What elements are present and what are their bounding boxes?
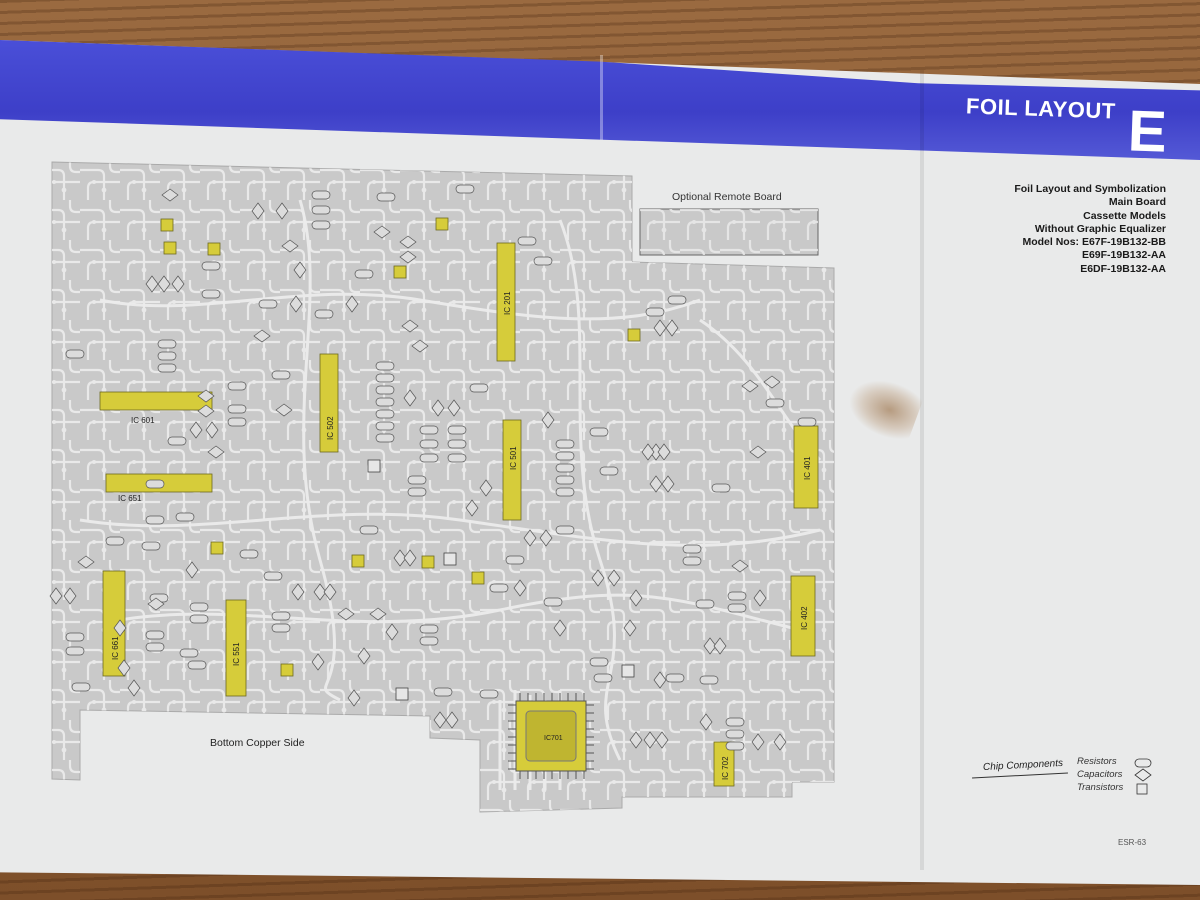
- description-line: Main Board: [1108, 196, 1166, 209]
- page-fold: [920, 70, 924, 870]
- transistor-square: [435, 217, 449, 231]
- transistor-square: [443, 552, 457, 566]
- legend-resistors: Resistors: [1077, 756, 1117, 767]
- transistor-square: [621, 664, 635, 678]
- ic-label: IC 702: [721, 756, 730, 780]
- transistor-square: [627, 328, 641, 342]
- transistor-square: [207, 242, 221, 256]
- legend-symbols: [1134, 758, 1152, 795]
- resistor-symbol-icon: [1134, 758, 1152, 768]
- ic401-bar: [793, 425, 819, 509]
- description-line: Model Nos: E67F-19B132-BB: [1022, 236, 1166, 249]
- transistor-square: [160, 218, 174, 232]
- ic-label: IC701: [544, 735, 563, 742]
- transistor-square: [280, 663, 294, 677]
- ic502-bar: [319, 353, 339, 453]
- ic-label: IC 501: [509, 446, 518, 470]
- transistor-square: [421, 555, 435, 569]
- page-fold: [600, 55, 603, 140]
- transistor-square: [393, 265, 407, 279]
- capacitor-symbol-icon: [1134, 768, 1152, 782]
- ic-label: IC 402: [800, 606, 809, 630]
- transistor-symbol-icon: [1136, 783, 1148, 795]
- ic701-chip: [508, 693, 594, 779]
- description-line: Without Graphic Equalizer: [1034, 222, 1166, 235]
- ic-label: IC 601: [131, 416, 155, 425]
- board-description: Foil Layout and Symbolization Main Board…: [946, 183, 1166, 276]
- transistor-square: [395, 687, 409, 701]
- description-line: E69F-19B132-AA: [1081, 249, 1166, 262]
- transistor-square: [210, 541, 224, 555]
- description-line: Cassette Models: [1083, 209, 1166, 222]
- ic-label: IC 401: [803, 456, 812, 480]
- transistor-square: [163, 241, 177, 255]
- page-code: ESR-63: [1118, 838, 1147, 847]
- ic-label: IC 551: [232, 642, 241, 666]
- ic201-bar: [496, 242, 516, 362]
- ic-label: IC 502: [326, 416, 335, 440]
- transistor-square: [351, 554, 365, 568]
- description-line: Foil Layout and Symbolization: [1014, 183, 1166, 195]
- legend-transistors: Transistors: [1077, 782, 1124, 793]
- ic-label: IC 201: [503, 291, 512, 315]
- description-line: E6DF-19B132-AA: [1080, 262, 1166, 275]
- transistor-square: [367, 459, 381, 473]
- ic501-bar: [502, 419, 522, 521]
- ic702-bar: [713, 741, 735, 787]
- ic551-bar: [225, 599, 247, 697]
- legend-capacitors: Capacitors: [1077, 769, 1123, 780]
- ic402-bar: [790, 575, 816, 657]
- optional-remote-board-label: Optional Remote Board: [672, 191, 782, 203]
- ic-label: IC 651: [118, 494, 142, 503]
- transistor-square: [471, 571, 485, 585]
- ic-label: IC 661: [111, 636, 120, 660]
- bottom-copper-side-label: Bottom Copper Side: [210, 737, 305, 749]
- ic601-bar: [99, 391, 213, 411]
- ic661-bar: [102, 570, 126, 677]
